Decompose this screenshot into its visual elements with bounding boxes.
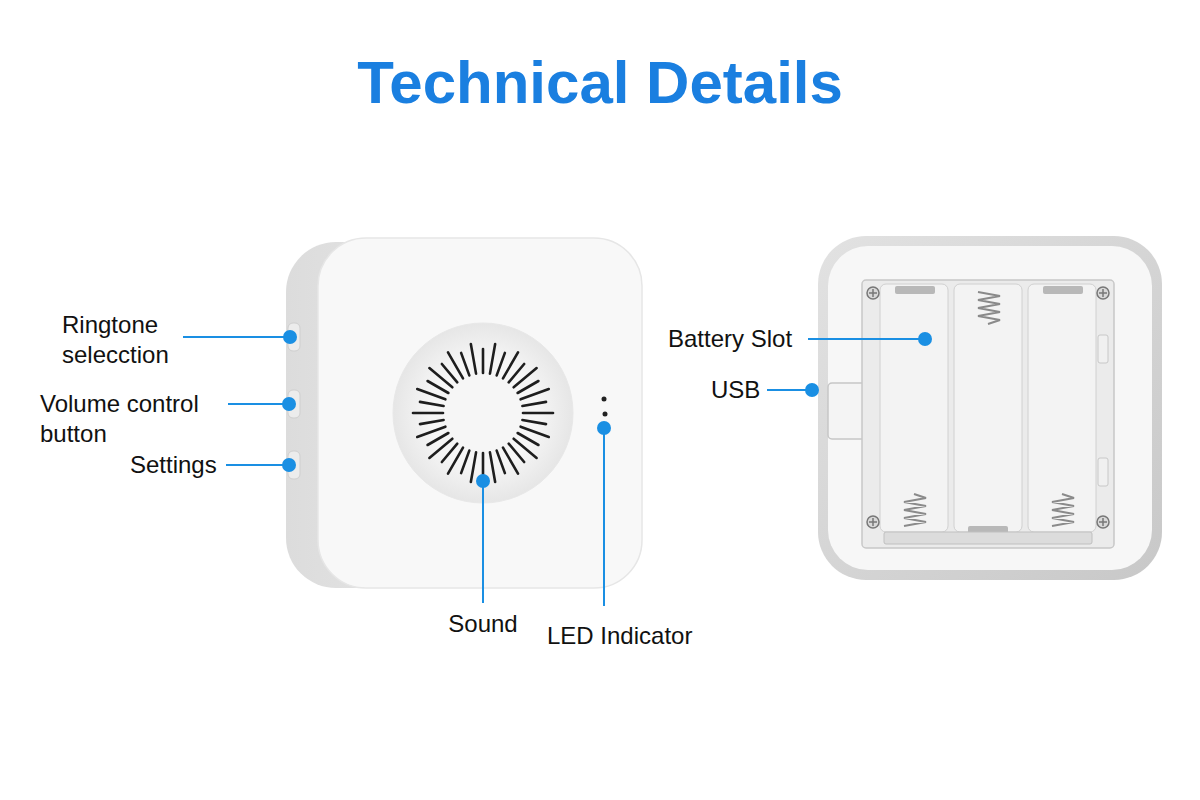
compartment-edge (884, 532, 1092, 544)
part-label: Sound (448, 609, 517, 639)
grille-slit (482, 349, 485, 373)
battery-cell (1028, 284, 1096, 532)
housing-back (828, 246, 1152, 570)
grille-slit (471, 452, 476, 482)
grille-slit (497, 353, 505, 376)
callout-dots (282, 330, 932, 488)
grille-slit (461, 451, 469, 474)
housing-rim (818, 236, 1162, 580)
spring (1052, 494, 1074, 526)
grille-slit (428, 433, 449, 445)
contact-plate (895, 286, 935, 294)
part-label: Volume control button (40, 389, 218, 449)
battery-cell (880, 284, 948, 532)
grille-slit (503, 448, 518, 474)
housing-front (318, 238, 642, 588)
grille-slit (420, 420, 444, 424)
led-dot (602, 397, 607, 402)
grille-slit (471, 344, 476, 374)
receiver-back (818, 236, 1162, 580)
screws (867, 287, 1109, 528)
grille-slit (521, 389, 549, 399)
contact-plate (1043, 286, 1083, 294)
grille-slit (420, 402, 444, 406)
grille-slit (523, 412, 553, 415)
latch-tab (1098, 458, 1108, 486)
latch-tab (1098, 335, 1108, 363)
part-label: LED Indicator (547, 621, 692, 651)
spring (978, 292, 1000, 324)
led-dot (603, 412, 608, 417)
grille-slit (522, 402, 546, 406)
spring (904, 494, 926, 526)
part-label: Ringtone selecction (62, 310, 182, 370)
speaker-grille (413, 344, 553, 482)
page-title: Technical Details (0, 48, 1200, 118)
grille-slit (522, 420, 546, 424)
grille-slit (413, 412, 443, 415)
speaker-disc (393, 323, 573, 503)
grille-slit (490, 344, 495, 374)
battery-cell (954, 284, 1022, 532)
grille-slit (417, 427, 445, 437)
grille-slit (448, 352, 463, 378)
battery-compartment (862, 280, 1114, 548)
part-label: Settings (130, 450, 217, 480)
grille-slit (482, 453, 485, 477)
part-label: USB (711, 375, 760, 405)
grille-slit (490, 452, 495, 482)
grille-slit (497, 451, 505, 474)
grille-slit (518, 381, 539, 393)
part-label: Battery Slot (668, 324, 792, 354)
grille-slit (417, 389, 445, 399)
receiver-front (286, 238, 642, 588)
grille-slit (521, 427, 549, 437)
grille-slit (461, 353, 469, 376)
leader-lines (183, 337, 925, 606)
